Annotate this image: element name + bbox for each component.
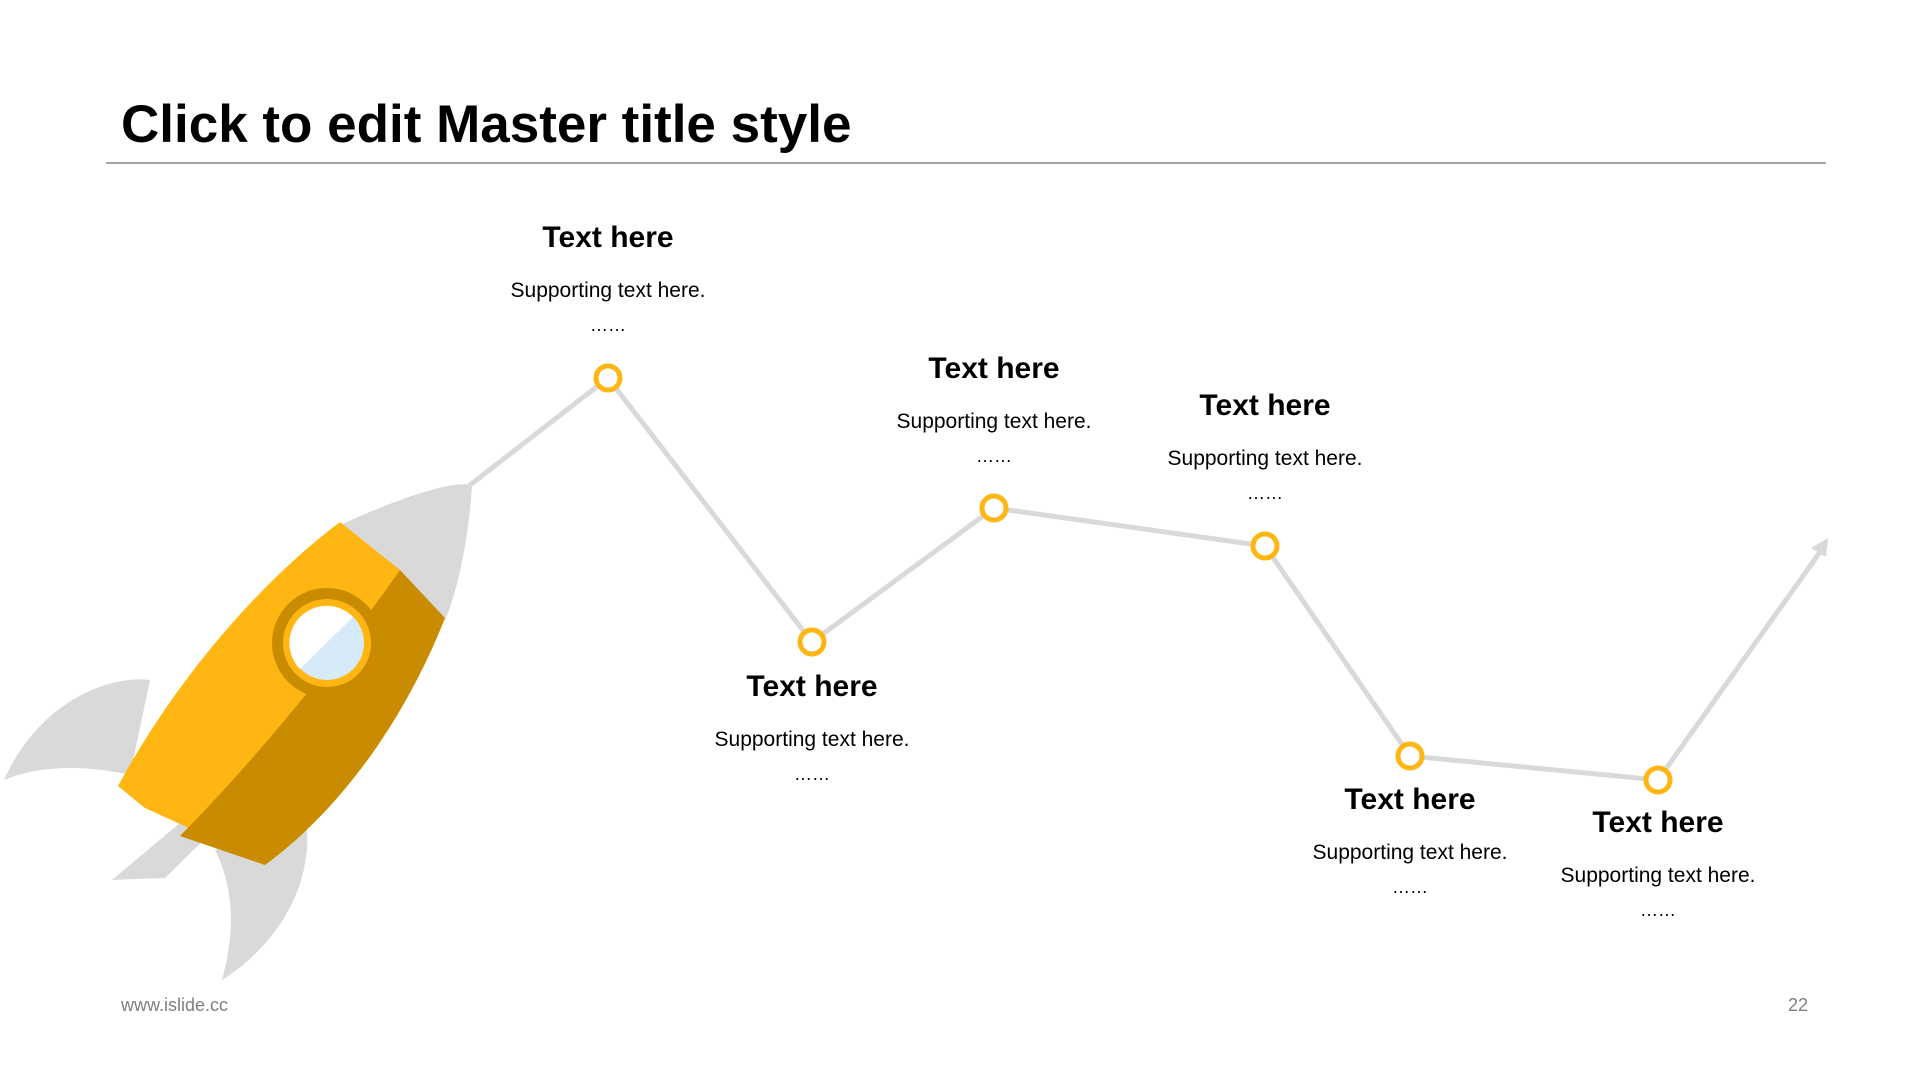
- rocket-fin-left: [4, 679, 150, 780]
- milestone-label-6[interactable]: Text here Supporting text here. ……: [1498, 805, 1818, 921]
- slide-title[interactable]: Click to edit Master title style: [121, 95, 852, 154]
- milestone-ellipsis: ……: [590, 315, 626, 335]
- timeline-path: [467, 375, 1828, 783]
- milestone-ellipsis: ……: [1392, 877, 1428, 897]
- milestone-text: Supporting text here.: [896, 410, 1092, 433]
- rocket-nose: [340, 484, 472, 620]
- milestone-marker: [1250, 531, 1280, 561]
- milestone-label-1[interactable]: Text here Supporting text here. ……: [448, 220, 768, 336]
- milestone-ellipsis: ……: [1247, 483, 1283, 503]
- milestone-ellipsis: ……: [976, 446, 1012, 466]
- milestone-marker: [593, 363, 623, 393]
- milestone-text: Supporting text here.: [510, 279, 706, 302]
- milestone-title: Text here: [928, 352, 1060, 385]
- milestone-text: Supporting text here.: [1312, 841, 1508, 864]
- milestone-markers: [593, 363, 1673, 795]
- milestone-label-2[interactable]: Text here Supporting text here. ……: [652, 669, 972, 785]
- milestone-label-5[interactable]: Text here Supporting text here. ……: [1250, 782, 1570, 898]
- milestone-label-4[interactable]: Text here Supporting text here. ……: [1105, 388, 1425, 504]
- footer-website[interactable]: www.islide.cc: [121, 995, 229, 1015]
- milestone-marker: [1395, 741, 1425, 771]
- title-divider: [106, 162, 1826, 164]
- milestone-marker: [979, 493, 1009, 523]
- milestone-label-3[interactable]: Text here Supporting text here. ……: [834, 351, 1154, 467]
- milestone-title: Text here: [542, 221, 674, 254]
- rocket-window-glare: [289, 605, 353, 669]
- milestone-marker: [1643, 765, 1673, 795]
- milestone-title: Text here: [746, 670, 878, 703]
- milestone-text: Supporting text here.: [1560, 864, 1756, 887]
- milestone-text: Supporting text here.: [714, 728, 910, 751]
- milestone-text: Supporting text here.: [1167, 447, 1363, 470]
- milestone-title: Text here: [1199, 389, 1331, 422]
- milestone-ellipsis: ……: [794, 764, 830, 784]
- timeline-arrowhead: [1811, 538, 1828, 557]
- milestone-title: Text here: [1592, 806, 1724, 839]
- rocket-icon: [4, 484, 472, 980]
- milestone-ellipsis: ……: [1640, 900, 1676, 920]
- page-number: 22: [1787, 995, 1808, 1015]
- milestone-title: Text here: [1344, 783, 1476, 816]
- milestone-marker: [797, 627, 827, 657]
